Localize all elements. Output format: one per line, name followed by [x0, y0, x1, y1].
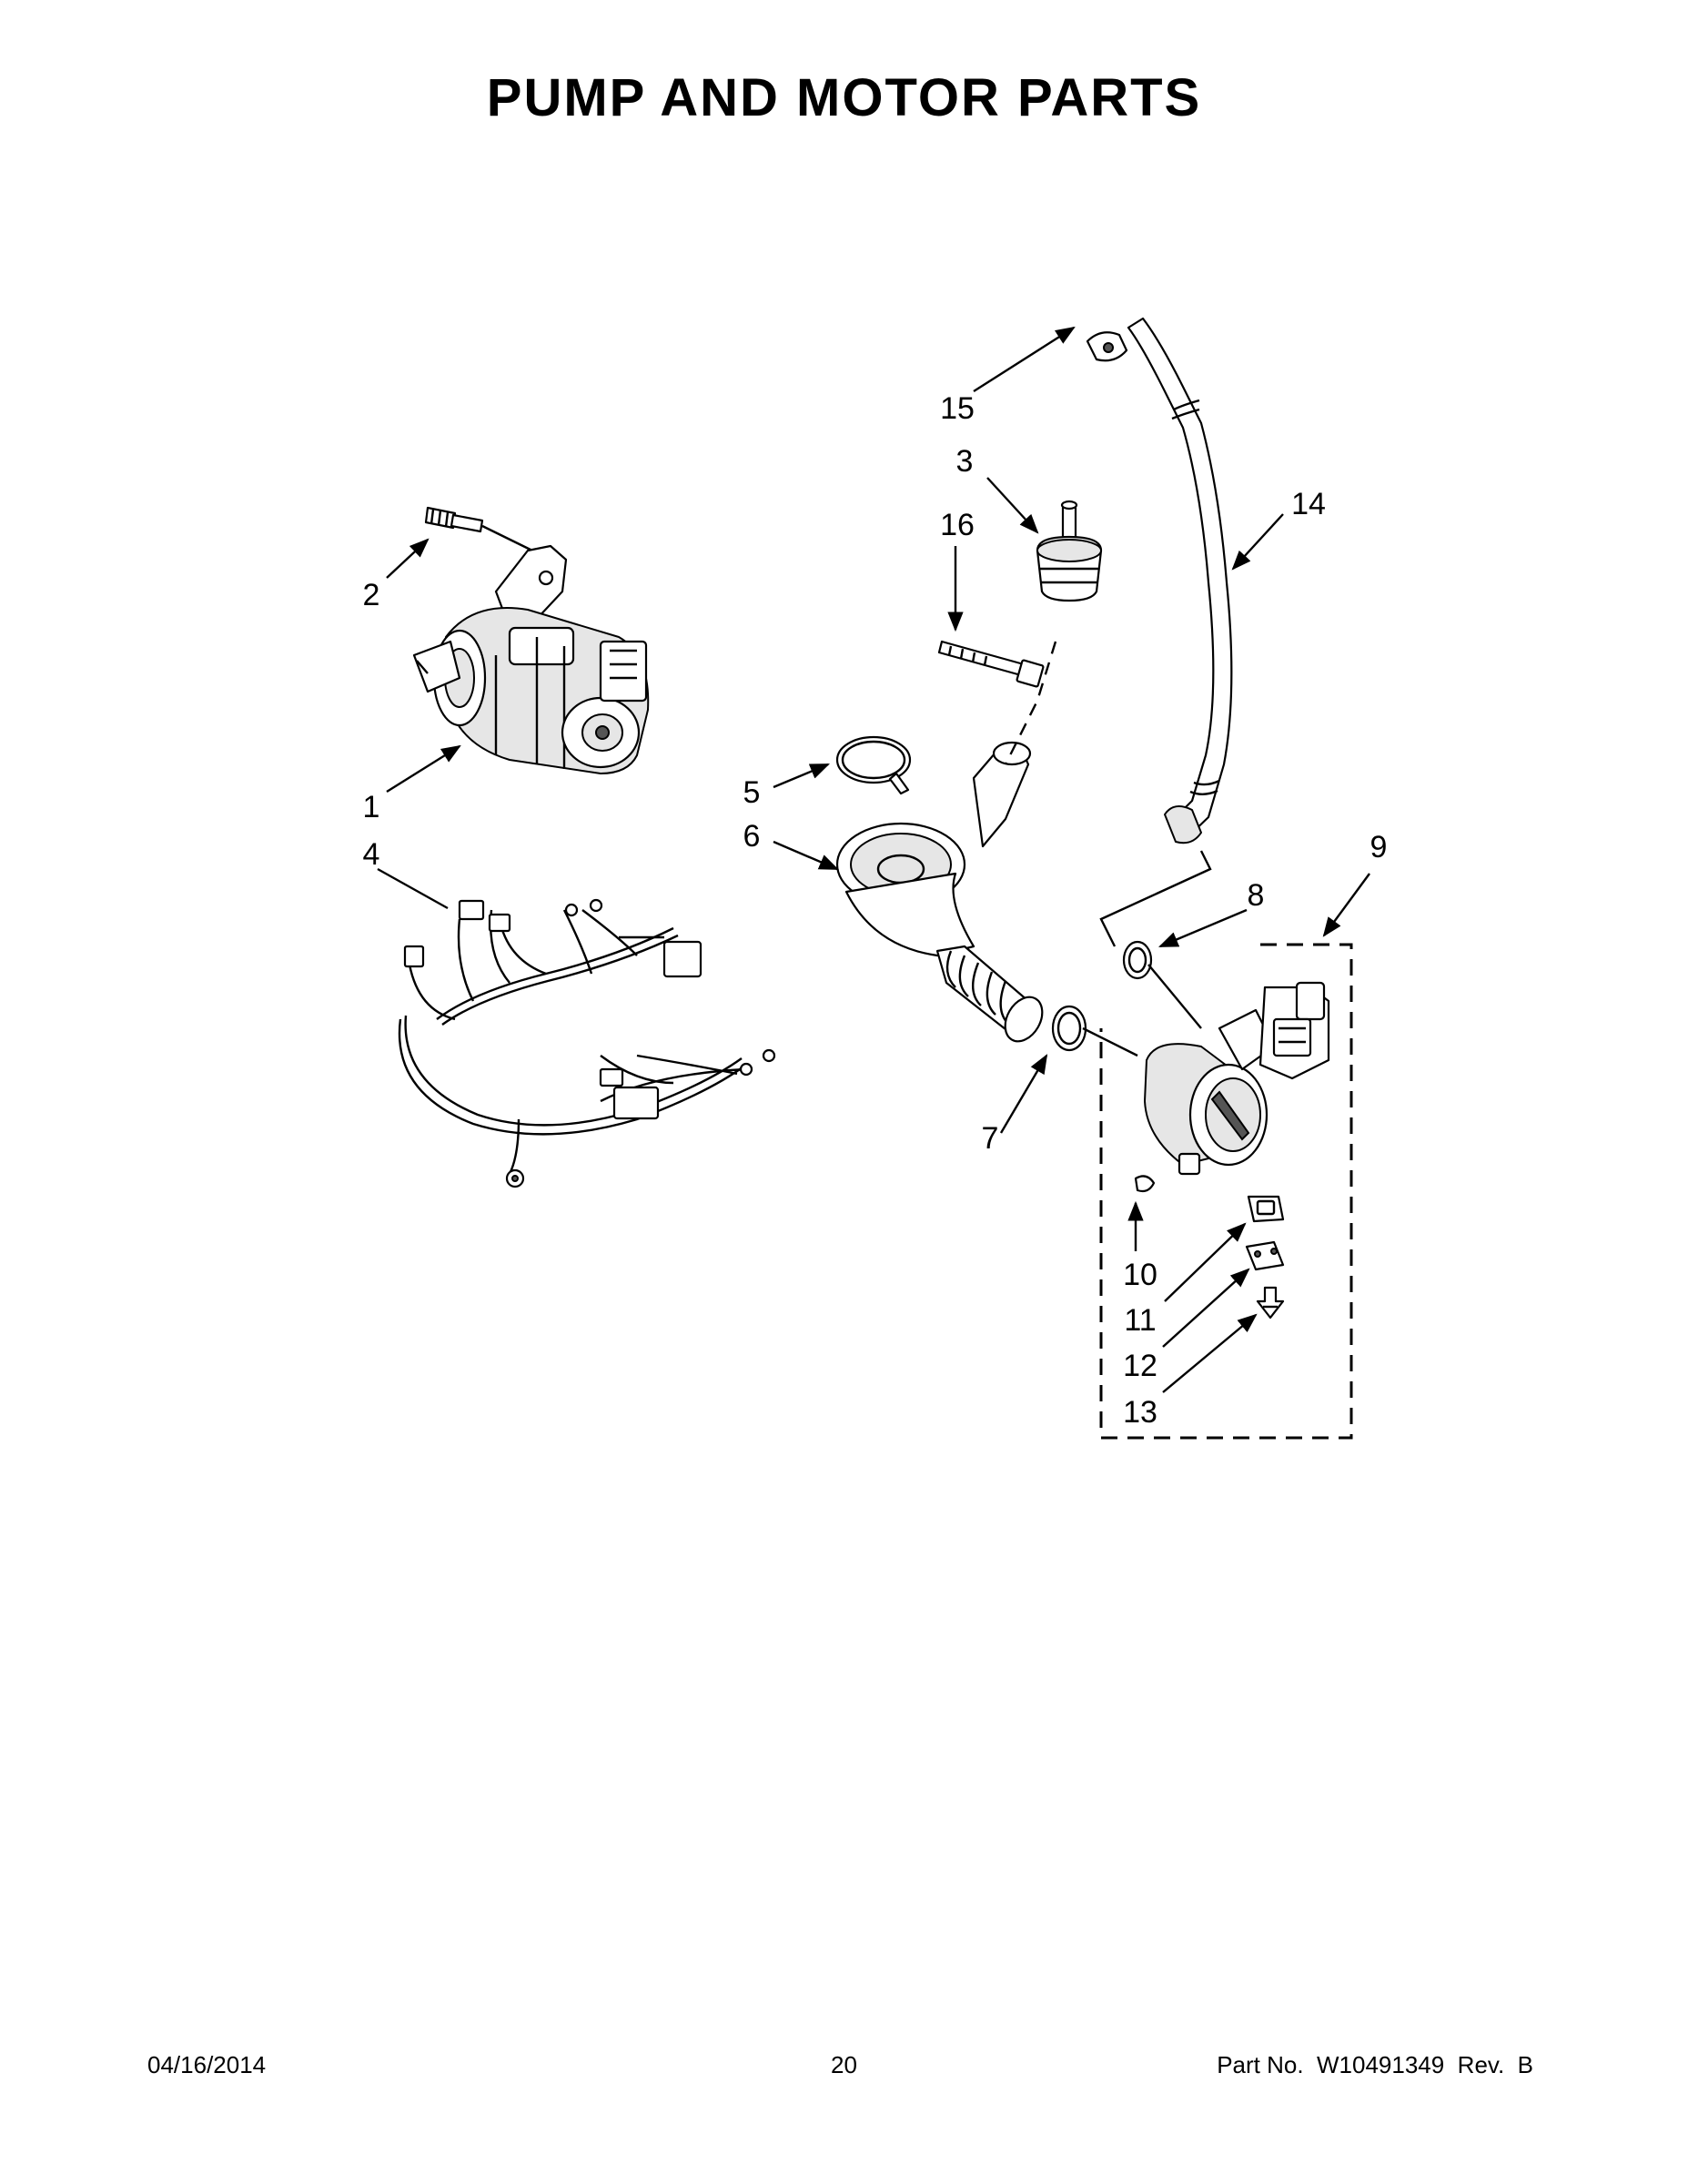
callout-5: 5 [743, 775, 761, 810]
part-2-leader [481, 524, 533, 552]
part-4-wire-harness [398, 898, 776, 1188]
footer-part-number: Part No. W10491349 Rev. B [1217, 2051, 1533, 2078]
arrow-6 [773, 840, 839, 871]
part-6-sump-bellows [835, 741, 1044, 1043]
part-15-clip [1086, 331, 1128, 362]
callout-9: 9 [1370, 830, 1388, 864]
part-14-drain-hose [1127, 317, 1233, 844]
part-1-motor [412, 544, 650, 774]
callout-12: 12 [1123, 1349, 1157, 1383]
footer-page-number: 20 [831, 2051, 857, 2078]
part-2-bolt [424, 506, 484, 533]
clamp-8-guide [1147, 964, 1202, 1029]
callout-13: 13 [1123, 1395, 1157, 1430]
arrow-7 [999, 1054, 1048, 1134]
part-5-clamp [835, 735, 912, 795]
arrow-14 [1231, 513, 1284, 571]
hose-to-sump-guide [1004, 641, 1057, 765]
arrow-12 [1162, 1268, 1250, 1348]
callout-2: 2 [363, 578, 380, 612]
hose-to-pump-guide [1099, 850, 1212, 947]
callout-7: 7 [982, 1121, 999, 1156]
arrow-13 [1162, 1313, 1258, 1393]
callout-1: 1 [363, 790, 380, 824]
page-title: PUMP AND MOTOR PARTS [486, 68, 1202, 127]
arrow-15 [973, 326, 1076, 393]
arrow-1 [386, 744, 461, 794]
arrow-8 [1158, 908, 1248, 948]
callout-8: 8 [1248, 878, 1265, 913]
arrow-2 [386, 538, 430, 579]
arrow-9 [1322, 873, 1370, 937]
callout-11: 11 [1124, 1303, 1156, 1338]
callout-15: 15 [940, 391, 975, 426]
part-3-cap [1036, 500, 1103, 602]
clamp-7-guide [1082, 1026, 1138, 1057]
callout-14: 14 [1291, 487, 1326, 521]
arrow-3 [986, 477, 1039, 534]
arrow-11 [1164, 1222, 1247, 1302]
part-4-leader [377, 867, 449, 910]
callout-4: 4 [363, 837, 380, 872]
callout-labels: 2 1 4 15 3 16 14 5 6 7 8 9 10 11 12 13 [363, 391, 1388, 1430]
part-8-clamp [1122, 940, 1153, 980]
callout-16: 16 [940, 508, 975, 542]
part-7-clamp [1051, 1005, 1087, 1052]
callout-3: 3 [956, 444, 974, 479]
part-16-tie-strap [937, 640, 1045, 688]
callout-6: 6 [743, 819, 761, 854]
footer-date: 04/16/2014 [147, 2051, 267, 2078]
callout-10: 10 [1123, 1258, 1157, 1292]
arrow-5 [773, 763, 830, 789]
callout-arrows [386, 326, 1370, 1393]
part-1-leader [416, 660, 429, 674]
part-9-pump-assembly [1099, 943, 1353, 1440]
